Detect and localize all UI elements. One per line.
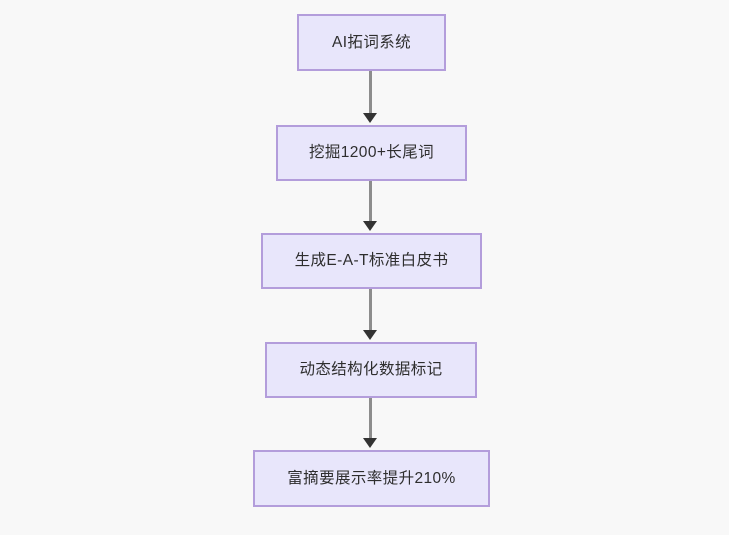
flow-arrowhead-icon-1	[363, 113, 377, 123]
flow-node-dynamic-structured-data-markup[interactable]: 动态结构化数据标记	[265, 342, 477, 398]
flow-arrowhead-icon-2	[363, 221, 377, 231]
flow-arrowhead-icon-3	[363, 330, 377, 340]
flow-connector-line-4	[369, 398, 372, 441]
flow-node-label: 富摘要展示率提升210%	[287, 469, 456, 487]
flow-arrowhead-icon-4	[363, 438, 377, 448]
flow-node-label: AI拓词系统	[331, 33, 412, 51]
flow-node-mine-longtail-keywords[interactable]: 挖掘1200+长尾词	[276, 125, 467, 181]
flow-node-rich-snippet-impression-lift[interactable]: 富摘要展示率提升210%	[253, 450, 490, 507]
flow-node-label: 动态结构化数据标记	[299, 361, 443, 379]
flow-node-ai-keyword-system[interactable]: AI拓词系统	[297, 14, 446, 71]
flow-connector-line-3	[369, 289, 372, 333]
flow-connector-line-2	[369, 181, 372, 224]
flow-node-generate-eat-whitepaper[interactable]: 生成E-A-T标准白皮书	[261, 233, 482, 289]
flow-node-label: 生成E-A-T标准白皮书	[294, 252, 449, 270]
flow-node-label: 挖掘1200+长尾词	[308, 144, 435, 162]
flow-connector-line-1	[369, 71, 372, 116]
